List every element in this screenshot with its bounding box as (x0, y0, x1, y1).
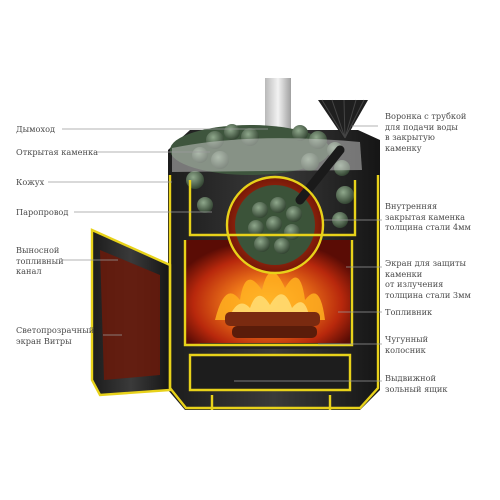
label-screen: Экран для защиты каменки от излучения то… (385, 258, 471, 300)
water-funnel (318, 100, 368, 140)
label-inner-heater-line-1: Внутренняя (385, 201, 438, 211)
label-funnel-line-3: в закрытую (385, 132, 435, 142)
label-inner-heater: Внутренняя закрытая каменка толщина стал… (385, 201, 471, 233)
label-screen-line-3: от излучения (385, 279, 444, 289)
glass-screen (100, 250, 160, 380)
label-screen-line-4: толщина стали 3мм (385, 289, 471, 300)
label-steam-line: Паропровод (16, 207, 68, 218)
cutaway-outline (90, 175, 380, 410)
label-grate: Чугунный колосник (385, 334, 428, 355)
label-chimney-text: Дымоход (16, 124, 56, 134)
label-casing: Кожух (16, 177, 44, 188)
label-funnel-line-1: Воронка с трубкой (385, 111, 467, 121)
label-firebox-text: Топливник (385, 307, 433, 317)
steam-line-pipe (295, 145, 345, 205)
leader-lines (48, 125, 382, 382)
label-glass-screen-line-2: экран Витры (16, 335, 72, 346)
label-open-heater-text: Открытая каменка (16, 147, 98, 157)
label-fuel-channel: Выносной топливный канал (16, 245, 64, 277)
label-funnel-line-4: каменку (385, 142, 422, 153)
label-ash-box-line-1: Выдвижной (385, 373, 437, 383)
label-inner-heater-line-3: толщина стали 4мм (385, 222, 471, 232)
label-screen-line-1: Экран для защиты (385, 258, 467, 268)
label-chimney: Дымоход (16, 124, 55, 135)
label-inner-heater-line-2: закрытая каменка (385, 211, 466, 222)
funnel-ribs (321, 99, 365, 139)
label-fuel-channel-line-1: Выносной (16, 245, 60, 255)
label-grate-line-1: Чугунный (385, 334, 429, 344)
label-fuel-channel-line-2: топливный (16, 255, 64, 266)
firewood (225, 312, 320, 338)
label-steam-line-text: Паропровод (16, 207, 69, 217)
label-ash-box: Выдвижной зольный ящик (385, 373, 447, 394)
label-glass-screen: Светопрозрачный экран Витры (16, 325, 94, 346)
label-funnel: Воронка с трубкой для подачи воды в закр… (385, 111, 466, 153)
label-fuel-channel-line-3: канал (16, 266, 42, 276)
label-grate-line-2: колосник (385, 344, 426, 355)
label-screen-line-2: каменки (385, 268, 423, 279)
label-open-heater: Открытая каменка (16, 147, 98, 158)
label-ash-box-line-2: зольный ящик (385, 383, 448, 394)
label-glass-screen-line-1: Светопрозрачный (16, 325, 95, 335)
casing-collar (172, 138, 362, 172)
label-firebox: Топливник (385, 307, 432, 318)
ash-box (190, 355, 350, 390)
label-casing-text: Кожух (16, 177, 45, 187)
label-funnel-line-2: для подачи воды (385, 121, 458, 132)
